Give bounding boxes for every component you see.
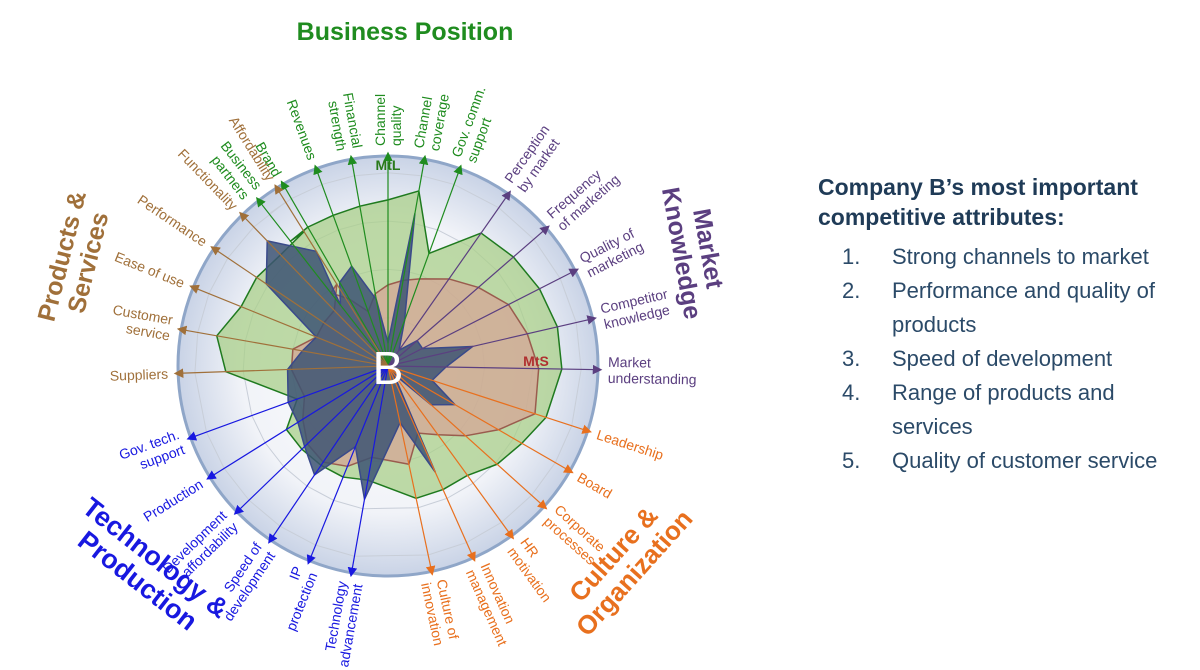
- axis-label: HRmotivation: [504, 535, 567, 605]
- axis-line: [239, 211, 389, 367]
- attribute-list: 1. Strong channels to market 2. Performanc…: [818, 240, 1193, 478]
- axis-line: [387, 190, 511, 367]
- attributes-panel: Company B’s most important competitive a…: [818, 172, 1193, 478]
- axis-line: [387, 365, 476, 562]
- axis-label: Technologyadvancement: [319, 580, 365, 668]
- group-title: Products &Services: [33, 188, 119, 331]
- axis-label: Ease of use: [112, 248, 187, 291]
- axis-line: [347, 154, 389, 367]
- axis-line: [186, 365, 389, 441]
- ring-label-mts: MtS: [523, 353, 549, 369]
- axis-line: [387, 154, 429, 367]
- axis-line: [306, 365, 389, 565]
- axis-line: [274, 184, 389, 367]
- item-number: 1.: [842, 244, 861, 269]
- axis-label: Frequencyof marketing: [544, 159, 623, 234]
- axis-line: [189, 284, 389, 367]
- axis-line: [210, 246, 389, 367]
- item-text: Range of products and services: [892, 380, 1115, 439]
- group-title: Business Position: [297, 18, 514, 46]
- axis-label: Board: [575, 469, 615, 502]
- axis-label: Culture ofinnovation: [418, 578, 463, 647]
- axis-label: Competitorknowledge: [599, 285, 673, 332]
- axis-line: [176, 325, 389, 367]
- axis-label: Gov. comm.support: [448, 84, 504, 165]
- axis-line: [387, 365, 515, 540]
- axis-line: [387, 268, 580, 367]
- item-number: 3.: [842, 346, 861, 371]
- axis-label: Channelcoverage: [410, 90, 452, 152]
- list-item: 2. Performance and quality of products: [818, 274, 1193, 342]
- axis-label: Channelquality: [372, 94, 404, 146]
- axis-line: [387, 225, 550, 367]
- axis-line: [387, 365, 548, 510]
- axis-label: Perceptionby market: [501, 122, 566, 195]
- center-label: B: [373, 342, 404, 394]
- axis-label: Customerservice: [109, 302, 175, 344]
- list-item: 1. Strong channels to market: [818, 240, 1193, 274]
- axis-line: [256, 197, 389, 367]
- axis-label: Production: [140, 476, 205, 525]
- axis-label: Innovationmanagement: [463, 560, 526, 648]
- axis-line: [387, 365, 574, 474]
- axis-line: [206, 365, 389, 480]
- item-text: Quality of customer service: [892, 448, 1158, 473]
- axis-label: IPprotection: [268, 564, 321, 633]
- axis-line: [313, 164, 389, 367]
- axis-line: [268, 365, 389, 544]
- axis-label: Revenues: [284, 97, 321, 162]
- ring-label-mtl: MtL: [376, 157, 401, 173]
- item-text: Strong channels to market: [892, 244, 1149, 269]
- item-number: 2.: [842, 278, 861, 303]
- item-number: 4.: [842, 380, 861, 405]
- item-number: 5.: [842, 448, 861, 473]
- axis-label: Leadership: [595, 426, 666, 463]
- list-item: 5. Quality of customer service: [818, 444, 1193, 478]
- axis-line: [173, 365, 389, 378]
- panel-title: Company B’s most important competitive a…: [818, 174, 1138, 230]
- axis-label: Marketunderstanding: [608, 354, 697, 388]
- item-text: Performance and quality of products: [892, 278, 1155, 337]
- axis-label: Performance: [135, 192, 211, 250]
- item-text: Speed of development: [892, 346, 1113, 371]
- axis-label: Financialstrength: [324, 91, 365, 152]
- axis-line: [387, 315, 597, 367]
- list-item: 3. Speed of development: [818, 342, 1193, 376]
- axis-label: Quality ofmarketing: [577, 224, 646, 280]
- list-item: 4. Range of products and services: [818, 376, 1193, 444]
- axis-line: [387, 365, 592, 434]
- axis-line: [387, 365, 436, 576]
- axis-line: [387, 364, 603, 375]
- axis-label: Suppliers: [110, 366, 169, 384]
- axis-label: Gov. tech.support: [117, 426, 187, 478]
- axis-line: [387, 164, 463, 367]
- axis-line: [280, 180, 389, 367]
- axis-line: [347, 365, 389, 578]
- axis-line: [233, 365, 389, 515]
